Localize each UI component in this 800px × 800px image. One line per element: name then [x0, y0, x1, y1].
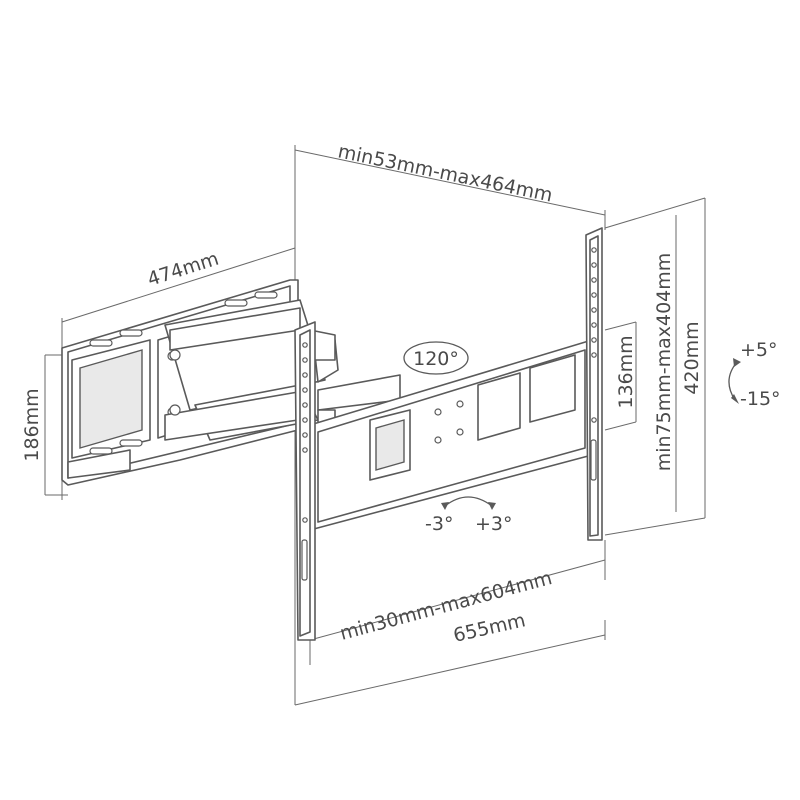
vesa-horizontal-label: min30mm-max604mm [338, 567, 555, 645]
left-vertical-bracket [294, 321, 316, 641]
tv-plate-crossbar [309, 339, 593, 531]
level-minus-label: -3° [425, 513, 453, 535]
inner-height-label: 136mm [615, 335, 637, 408]
swivel-indicator: 120° [403, 341, 469, 375]
swivel-label: 120° [413, 348, 459, 370]
vesa-vertical-label: min75mm-max404mm [653, 253, 675, 472]
tv-plate-height-label: 420mm [681, 321, 703, 394]
wall-plate-width-label: 474mm [145, 248, 222, 291]
tilt-up-label: +5° [740, 339, 778, 361]
swing-arms [164, 299, 401, 471]
level-plus-label: +3° [475, 513, 513, 535]
tilt-down-label: -15° [740, 388, 781, 410]
wall-plate-height-label: 186mm [21, 388, 43, 461]
arm-extension-label: min53mm-max464mm [336, 140, 554, 206]
right-vertical-bracket [585, 227, 603, 541]
tv-plate-width-label: 655mm [451, 609, 527, 647]
tilt-indicator: +5° -15° [728, 339, 781, 410]
level-indicator: -3° +3° [425, 496, 513, 535]
